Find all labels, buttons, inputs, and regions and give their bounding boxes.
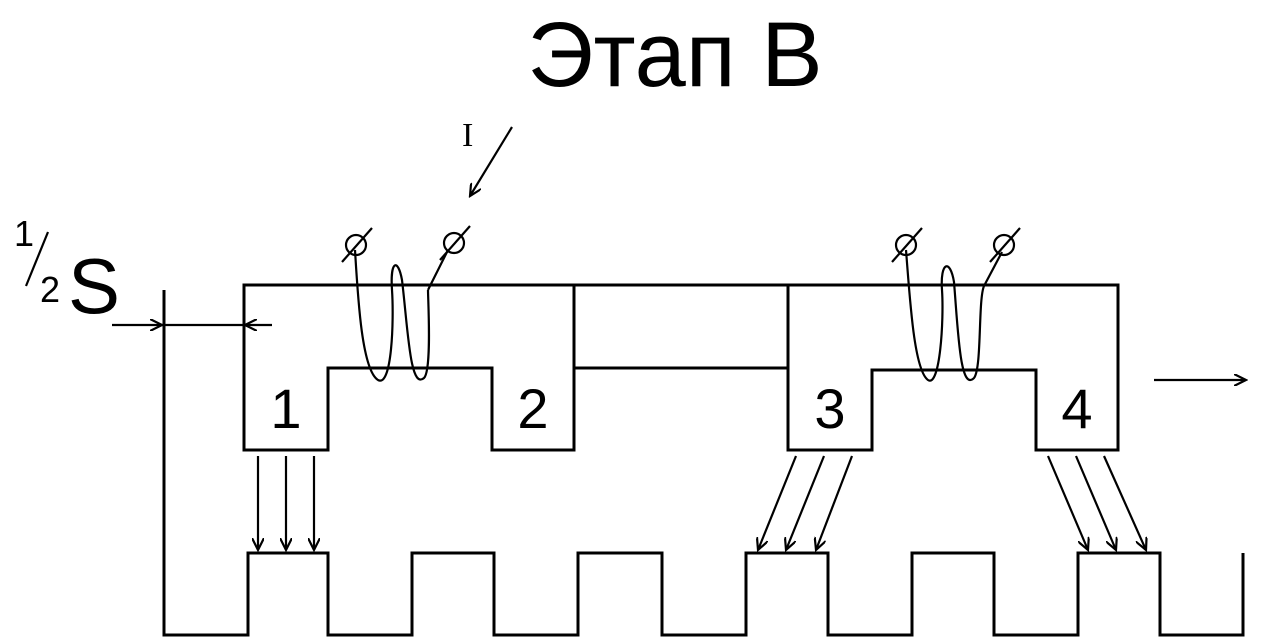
- toothed-track: [162, 290, 1245, 637]
- half-step-symbol: S: [68, 242, 120, 330]
- left-core: [242, 283, 576, 452]
- pole-label-4: 4: [1061, 377, 1092, 440]
- coil-terminal-left-2: [442, 231, 466, 255]
- diagram-title: Этап В: [527, 4, 822, 106]
- coil-terminal-right-2: [992, 233, 1016, 257]
- half-step-denominator: 2: [40, 269, 60, 310]
- half-step-label: 1 2 S: [14, 213, 120, 330]
- half-step-fraction-bar: [24, 231, 50, 287]
- pole-label-3: 3: [814, 377, 845, 440]
- current-label: I: [462, 117, 473, 154]
- flux-arrows-pole-3: [758, 455, 854, 550]
- half-step-numerator: 1: [14, 213, 34, 254]
- coil-terminal-right-1: [894, 233, 918, 257]
- flux-arrows-pole-4: [1046, 455, 1146, 550]
- left-coil: [341, 225, 471, 382]
- right-coil: [891, 227, 1021, 382]
- coil-terminal-left-1: [344, 233, 368, 257]
- pole-label-1: 1: [270, 377, 301, 440]
- flux-arrows-pole-1: [258, 456, 314, 550]
- right-core: [786, 283, 1120, 452]
- pole-label-2: 2: [517, 377, 548, 440]
- current-arrow: [470, 126, 513, 196]
